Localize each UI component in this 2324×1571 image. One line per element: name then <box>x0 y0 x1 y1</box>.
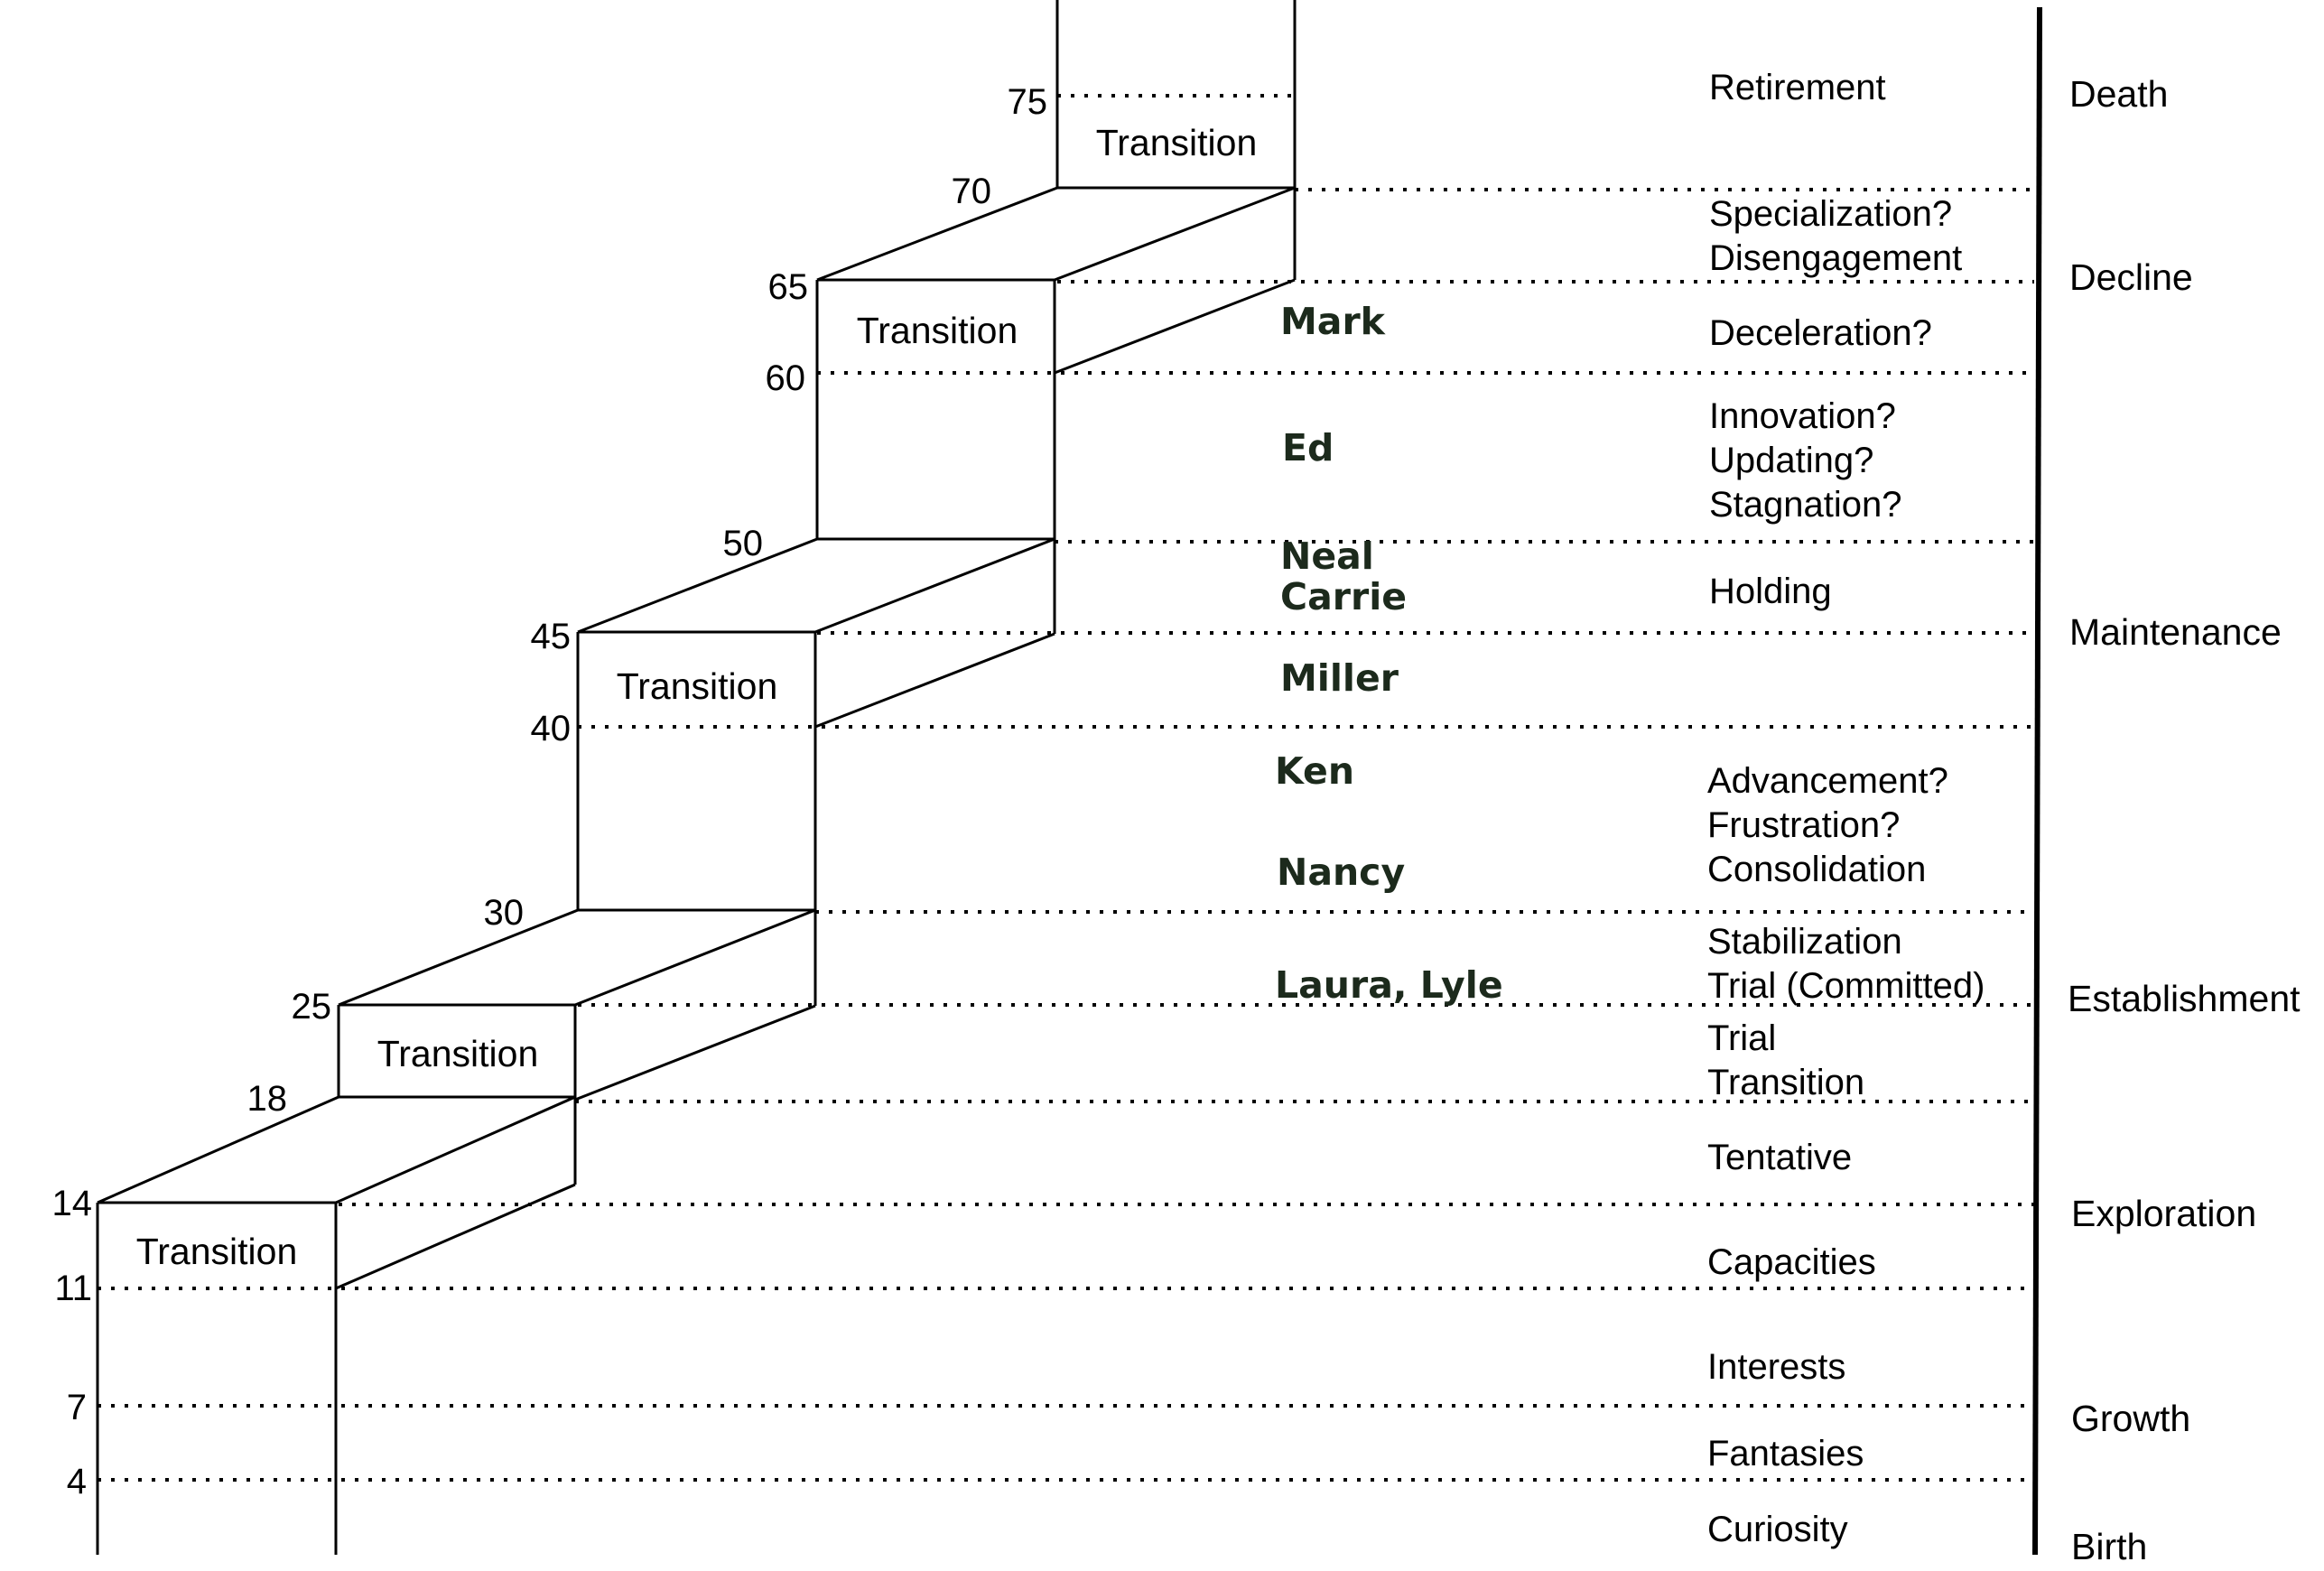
transition-label: Transition <box>617 665 778 707</box>
substage-label: Stagnation? <box>1709 485 1902 525</box>
age-label: 25 <box>292 987 332 1027</box>
substage-label: Trial (Committed) <box>1707 966 1985 1006</box>
transition-label: Transition <box>377 1033 539 1074</box>
step-3 <box>576 537 1056 910</box>
stage-birth: Birth <box>2071 1526 2147 1567</box>
step-2 <box>337 908 817 1102</box>
substage-label: Disengagement <box>1709 238 1962 278</box>
substage-label: Innovation? <box>1709 396 1896 436</box>
age-label: 18 <box>247 1079 288 1119</box>
age-label: 4 <box>67 1462 87 1501</box>
person-laura-lyle: Laura, Lyle <box>1275 963 1503 1007</box>
substage-label: Deceleration? <box>1709 313 1932 353</box>
substage-label: Capacities <box>1707 1242 1876 1282</box>
substage-label: Stabilization <box>1707 922 1902 962</box>
person-mark: Mark <box>1280 300 1387 343</box>
age-label: 70 <box>952 172 992 211</box>
substage-label: Updating? <box>1709 441 1873 480</box>
person-nancy: Nancy <box>1277 851 1405 894</box>
stage-establishment: Establishment <box>2068 978 2301 1019</box>
stage-death: Death <box>2069 73 2168 115</box>
age-labels: 75 70 65 60 50 45 40 30 25 18 14 11 7 4 <box>52 82 1048 1501</box>
substage-label: Retirement <box>1709 68 1886 107</box>
age-label: 40 <box>531 709 572 748</box>
substage-label: Tentative <box>1707 1138 1852 1177</box>
age-label: 7 <box>67 1388 87 1427</box>
substage-label: Holding <box>1709 572 1832 611</box>
age-label: 50 <box>723 524 764 563</box>
substage-label: Curiosity <box>1707 1510 1848 1549</box>
transition-label: Transition <box>136 1231 298 1272</box>
substage-label: Interests <box>1707 1347 1845 1387</box>
person-neal: Neal <box>1280 535 1374 578</box>
age-label: 75 <box>1008 82 1048 122</box>
person-ken: Ken <box>1275 749 1354 793</box>
stage-divider-line <box>2032 6 2042 1556</box>
people-labels: Mark Ed Neal Carrie Miller Ken Nancy Lau… <box>1275 300 1503 1007</box>
age-label: 65 <box>768 267 809 307</box>
person-carrie: Carrie <box>1280 575 1407 618</box>
age-label: 60 <box>766 358 806 398</box>
step-1 <box>96 1095 577 1555</box>
step-4 <box>815 186 1297 539</box>
age-label: 45 <box>531 617 572 656</box>
stage-labels: Death Decline Maintenance Establishment … <box>2068 73 2301 1567</box>
age-label: 30 <box>484 893 525 933</box>
person-ed: Ed <box>1282 426 1334 469</box>
staircase <box>96 0 1297 1555</box>
age-label: 14 <box>52 1184 93 1223</box>
stage-decline: Decline <box>2069 256 2193 298</box>
substage-label: Advancement? <box>1707 761 1948 801</box>
substage-label: Frustration? <box>1707 805 1900 845</box>
transition-label: Transition <box>857 310 1018 351</box>
stage-growth: Growth <box>2071 1398 2190 1439</box>
substage-label: Fantasies <box>1707 1434 1864 1473</box>
substage-label: Consolidation <box>1707 850 1926 889</box>
dotted-age-lines <box>98 94 2034 1482</box>
person-miller: Miller <box>1280 656 1399 700</box>
substage-labels: Retirement Specialization? Disengagement… <box>1707 68 1985 1549</box>
transition-labels: Transition Transition Transition Transit… <box>136 122 1258 1272</box>
stage-exploration: Exploration <box>2071 1193 2256 1234</box>
transition-label: Transition <box>1096 122 1258 163</box>
age-label: 11 <box>54 1269 92 1308</box>
substage-label: Trial <box>1707 1018 1776 1058</box>
stage-maintenance: Maintenance <box>2069 611 2282 653</box>
substage-label: Specialization? <box>1709 194 1952 234</box>
substage-label: Transition <box>1707 1063 1864 1102</box>
